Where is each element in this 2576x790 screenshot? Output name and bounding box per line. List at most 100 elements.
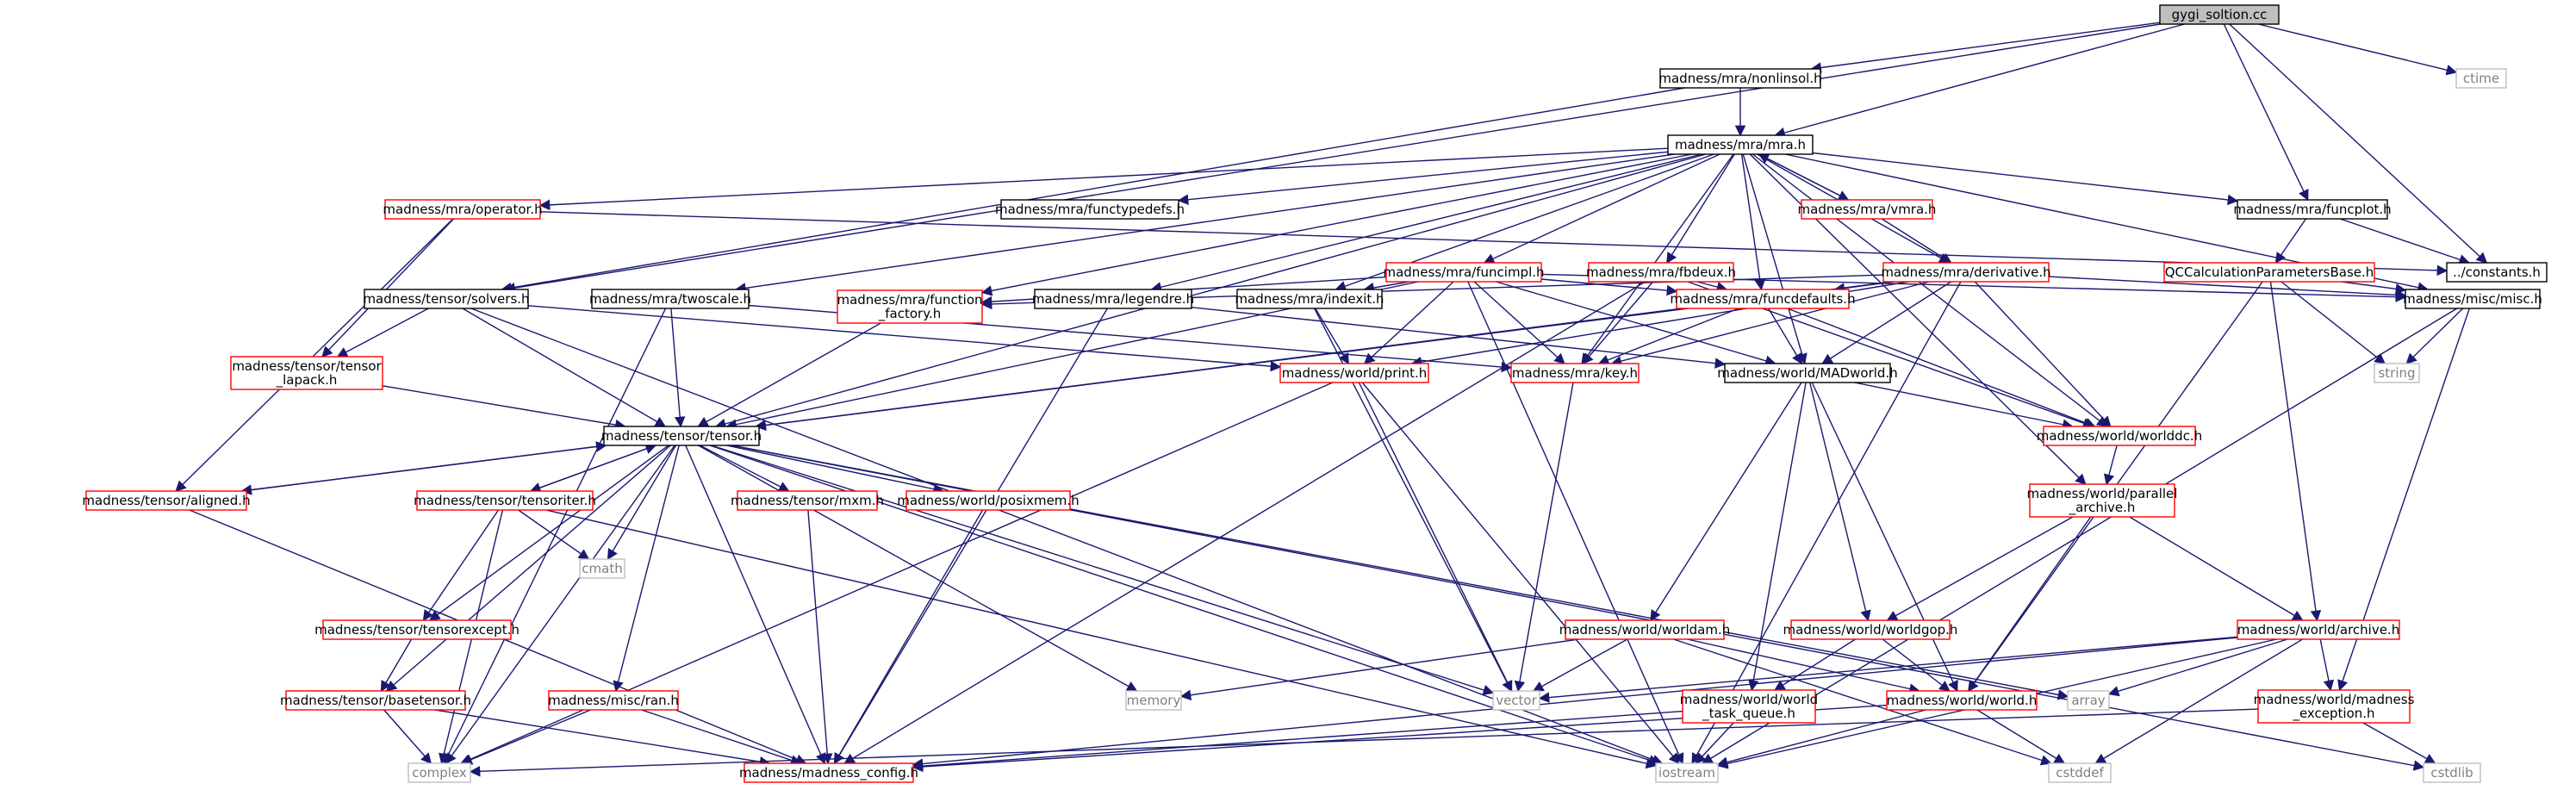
edge-funcdefaults-to-worlddc — [1787, 308, 2096, 428]
edge-tensor-to-madconfig — [685, 445, 826, 765]
node-label: madness/mra/vmra.h — [1798, 202, 1937, 217]
node-box — [2405, 289, 2541, 309]
node-solvers[interactable]: madness/tensor/solvers.h — [363, 289, 530, 309]
node-funcimpl[interactable]: madness/mra/funcimpl.h — [1383, 262, 1545, 283]
node-label: cmath — [582, 561, 622, 576]
node-label: vector — [1496, 693, 1537, 708]
edge-tensor-to-vector — [711, 445, 1495, 695]
edge-derivative-to-madworld — [1821, 281, 1952, 364]
node-qccalc[interactable]: QCCalculationParametersBase.h — [2163, 262, 2375, 283]
node-mra[interactable]: madness/mra/mra.h — [1667, 134, 1814, 155]
edge-ran-to-complex — [461, 709, 591, 765]
node-archive[interactable]: madness/world/archive.h — [2237, 619, 2400, 640]
node-taskqueue[interactable]: madness/world/world_task_queue.h — [1680, 689, 1818, 724]
edge-funcplot-to-qccalc — [2274, 218, 2307, 264]
edge-tensoriter-to-tensorexcept — [422, 509, 500, 622]
node-basetensor[interactable]: madness/tensor/basetensor.h — [280, 690, 471, 711]
node-ran[interactable]: madness/misc/ran.h — [548, 690, 679, 711]
node-funcdefaults[interactable]: madness/mra/funcdefaults.h — [1670, 289, 1856, 309]
edge-solvers-to-tensorlapack — [336, 308, 429, 358]
edge-mra-to-fbdeux — [1666, 153, 1735, 264]
edge-vmra-to-mra — [1758, 153, 1849, 201]
node-tensorlapack[interactable]: madness/tensor/tensor_lapack.h — [230, 356, 383, 390]
node-box — [2237, 199, 2388, 220]
node-box — [548, 690, 679, 711]
node-label: madness/tensor/basetensor.h — [280, 693, 471, 708]
node-label: madness/mra/derivative.h — [1881, 264, 2050, 280]
node-mxm[interactable]: madness/tensor/mxm.h — [731, 490, 884, 511]
node-box — [1492, 690, 1540, 711]
node-worldam[interactable]: madness/world/worldam.h — [1559, 619, 1730, 640]
node-label: madness/tensor/mxm.h — [731, 493, 884, 508]
node-fbdeux[interactable]: madness/mra/fbdeux.h — [1586, 262, 1736, 283]
edge-mra-to-funcplot — [1812, 152, 2239, 206]
edge-print-to-iostream — [1361, 382, 1680, 764]
node-tensoriter[interactable]: madness/tensor/tensoriter.h — [414, 490, 596, 511]
node-vmra[interactable]: madness/mra/vmra.h — [1798, 199, 1937, 220]
edge-derivative-to-iostream — [1691, 281, 1962, 765]
edge-mxm-to-madconfig — [807, 509, 833, 765]
edge-derivative-to-worlddc — [1974, 281, 2112, 427]
node-label: madness/tensor/tensoriter.h — [414, 493, 596, 508]
node-box — [408, 762, 471, 783]
node-funcplot[interactable]: madness/mra/funcplot.h — [2233, 199, 2392, 220]
node-legendre[interactable]: madness/mra/legendre.h — [1032, 289, 1194, 309]
node-label: madness/mra/funcplot.h — [2233, 202, 2391, 217]
node-gygi[interactable]: gygi_soltion.cc — [2159, 4, 2280, 25]
node-derivative[interactable]: madness/mra/derivative.h — [1881, 262, 2051, 283]
node-nonlinsol[interactable]: madness/mra/nonlinsol.h — [1658, 68, 1822, 89]
edge-madexception-to-complex — [469, 708, 2259, 777]
node-operator[interactable]: madness/mra/operator.h — [383, 199, 543, 220]
node-worlddc[interactable]: madness/world/worlddc.h — [2037, 426, 2202, 446]
edge-archive-to-madexception — [2319, 638, 2335, 692]
node-box — [2163, 262, 2375, 283]
node-box — [416, 490, 594, 511]
edge-nonlinsol-to-solvers — [501, 87, 1685, 294]
node-box — [85, 490, 247, 511]
edge-worldgop-to-taskqueue — [1774, 638, 1856, 691]
node-tensor[interactable]: madness/tensor/tensor.h — [601, 426, 762, 446]
node-print[interactable]: madness/world/print.h — [1279, 363, 1429, 383]
edge-tensoriter-to-cmath — [518, 509, 590, 560]
node-key[interactable]: madness/mra/key.h — [1510, 363, 1640, 383]
node-indexit[interactable]: madness/mra/indexit.h — [1235, 289, 1384, 309]
edge-tensoriter-to-iostream — [545, 509, 1658, 769]
edge-funcdefaults-to-madworld — [1768, 308, 1802, 365]
node-cstdlib: cstdlib — [2423, 762, 2481, 783]
edge-mra-to-functypedefs — [1177, 151, 1669, 205]
node-miscmisc[interactable]: madness/misc/misc.h — [2403, 289, 2542, 309]
node-aligned[interactable]: madness/tensor/aligned.h — [82, 490, 251, 511]
edge-tensor-to-tensorexcept — [428, 445, 669, 621]
node-label: madness/mra/function_factory.h — [837, 292, 982, 322]
node-label: QCCalculationParametersBase.h — [2165, 264, 2374, 280]
node-madexception[interactable]: madness/world/madness_exception.h — [2254, 689, 2415, 724]
edge-madworld-to-worldh — [1811, 382, 1958, 693]
node-box — [1724, 363, 1891, 383]
edge-tensor-to-array — [731, 445, 2069, 700]
node-tensorexcept[interactable]: madness/tensor/tensorexcept.h — [314, 619, 520, 640]
node-posixmem[interactable]: madness/world/posixmem.h — [897, 490, 1080, 511]
node-functypedefs[interactable]: madness/mra/functypedefs.h — [995, 199, 1185, 220]
node-box — [2067, 690, 2110, 711]
node-iostream: iostream — [1655, 762, 1719, 783]
node-label: madness/world/MADworld.h — [1717, 365, 1897, 381]
edge-madworld-to-worldgop — [1809, 382, 1871, 622]
edge-legendre-to-madworld — [1191, 307, 1727, 369]
node-box — [1000, 199, 1179, 220]
edge-funcplot-to-constants — [2339, 218, 2470, 265]
node-madworld[interactable]: madness/world/MADworld.h — [1717, 363, 1898, 383]
node-box — [2257, 689, 2411, 724]
node-label: madness/madness_config.h — [739, 765, 918, 781]
node-box — [364, 289, 529, 309]
node-label: madness/world/parallel_archive.h — [2027, 486, 2178, 516]
node-twoscale[interactable]: madness/mra/twoscale.h — [589, 289, 751, 309]
node-constants[interactable]: ../constants.h — [2446, 262, 2548, 283]
node-label: madness/mra/mra.h — [1675, 137, 1806, 152]
node-worldh[interactable]: madness/world/world.h — [1886, 690, 2038, 711]
node-madconfig[interactable]: madness/madness_config.h — [739, 762, 918, 783]
node-funcfactory[interactable]: madness/mra/function_factory.h — [837, 289, 983, 324]
node-worldgop[interactable]: madness/world/worldgop.h — [1783, 619, 1958, 640]
node-parallelarchive[interactable]: madness/world/parallel_archive.h — [2027, 483, 2178, 518]
node-label: madness/world/madness_exception.h — [2254, 692, 2415, 722]
edge-miscmisc-to-string — [2405, 308, 2464, 364]
